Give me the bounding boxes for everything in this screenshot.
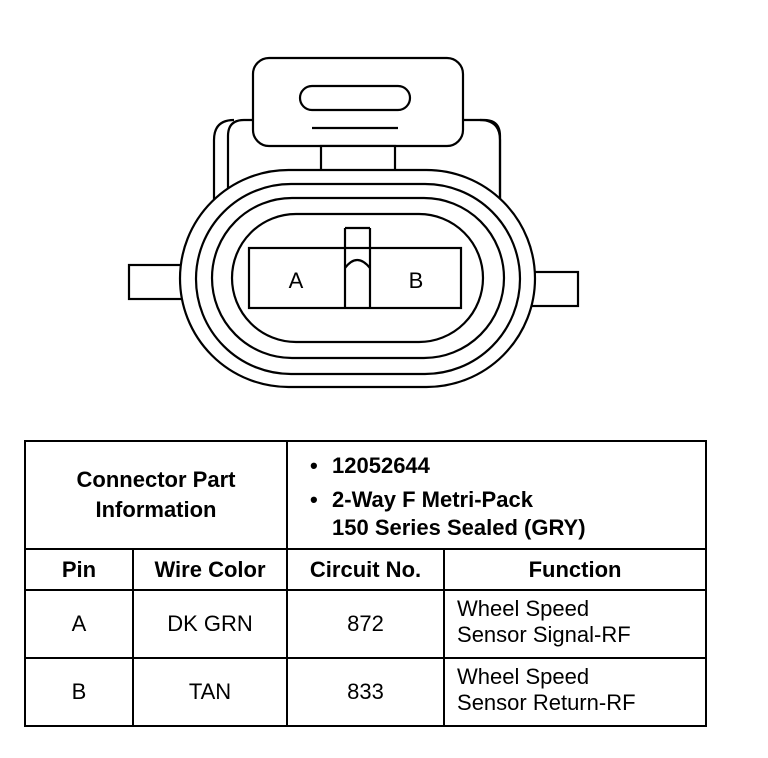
header-pin: Pin — [24, 548, 134, 591]
table-row: A DK GRN 872 Wheel Speed Sensor Signal-R… — [24, 589, 708, 659]
pin-cell: B — [24, 657, 134, 727]
function-cell: Wheel Speed Sensor Signal-RF — [443, 589, 708, 659]
cavity-label-b: B — [409, 268, 424, 293]
circuit-no-cell: 872 — [286, 589, 446, 659]
part-description-item: • 2-Way F Metri-Pack 150 Series Sealed (… — [310, 486, 705, 542]
part-info-label-line-1: Connector Part — [76, 467, 236, 492]
connector-diagram: A B — [127, 56, 580, 389]
function-line-1: Wheel Speed — [457, 664, 590, 689]
wire-color-cell: TAN — [131, 657, 289, 727]
cavity-divider-notch — [344, 258, 371, 269]
function-line-2: Sensor Return-RF — [457, 690, 636, 715]
part-number: 12052644 — [332, 453, 430, 478]
part-info-label-line-2: Information — [95, 497, 217, 522]
function-line-1: Wheel Speed — [457, 596, 590, 621]
table-row: B TAN 833 Wheel Speed Sensor Return-RF — [24, 657, 708, 727]
connector-face-ring-2 — [210, 196, 506, 360]
function-line-2: Sensor Signal-RF — [457, 622, 631, 647]
part-number-item: • 12052644 — [310, 452, 705, 480]
function-cell: Wheel Speed Sensor Return-RF — [443, 657, 708, 727]
connector-face-ring-3 — [230, 212, 485, 344]
header-circuit-no: Circuit No. — [286, 548, 446, 591]
header-wire-color: Wire Color — [131, 548, 289, 591]
bullet-icon: • — [310, 487, 318, 512]
part-info-row: Connector Part Information • 12052644 • … — [23, 440, 708, 550]
connector-info-table: Connector Part Information • 12052644 • … — [23, 440, 708, 727]
connector-face-ring-1 — [194, 182, 522, 376]
circuit-no-cell: 833 — [286, 657, 446, 727]
part-info-label: Connector Part Information — [23, 440, 289, 550]
bullet-icon: • — [310, 453, 318, 478]
part-description-line-1: 2-Way F Metri-Pack — [332, 487, 533, 512]
pin-cell: A — [24, 589, 134, 659]
locking-tab — [251, 56, 465, 148]
cavity-label-a: A — [289, 268, 304, 293]
left-side-tab — [127, 263, 187, 301]
header-row: Pin Wire Color Circuit No. Function — [24, 548, 708, 591]
wire-color-cell: DK GRN — [131, 589, 289, 659]
locking-tab-slot — [298, 84, 412, 112]
cavity-box — [247, 246, 463, 310]
part-description-line-2: 150 Series Sealed (GRY) — [332, 515, 586, 540]
part-details: • 12052644 • 2-Way F Metri-Pack 150 Seri… — [286, 440, 708, 550]
header-function: Function — [443, 548, 708, 591]
